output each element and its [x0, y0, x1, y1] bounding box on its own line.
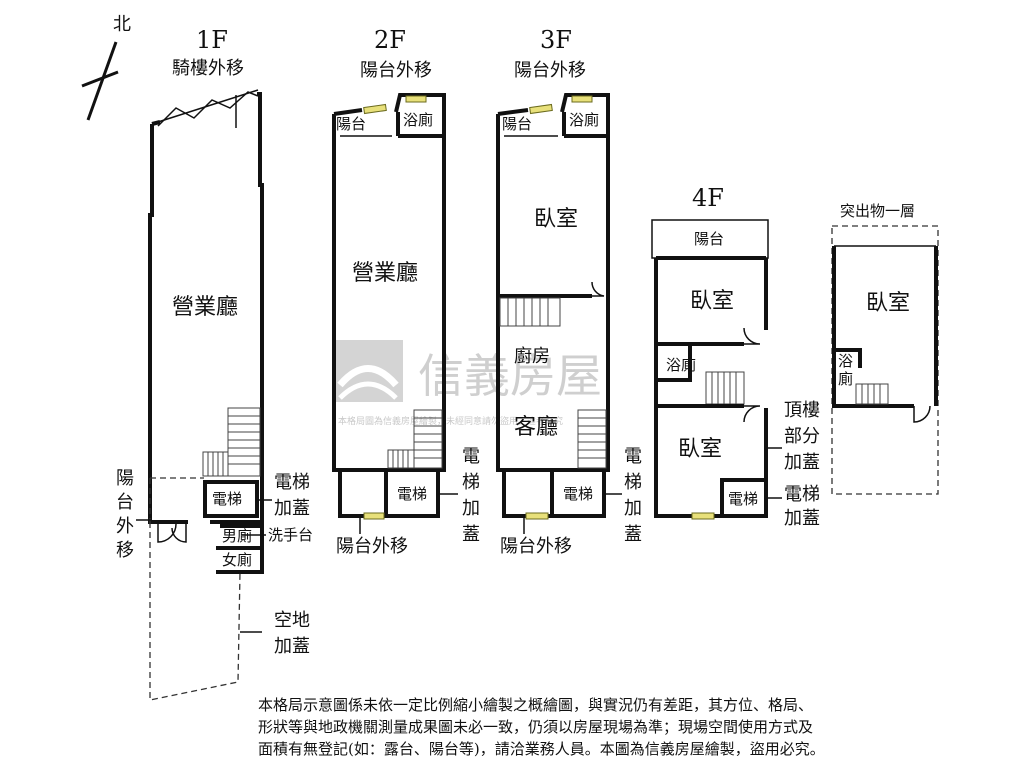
floor-3f-bedroom: 臥室 — [534, 207, 578, 232]
floor-4f-balcony: 陽台 — [694, 230, 724, 248]
floor-2f: 2F 陽台外移 陽台 浴廁 營業廳 電梯 電 梯 加 蓋 陽台外移 — [332, 26, 480, 557]
north-label: 北 — [113, 14, 131, 35]
floor-3f-elevator-note: 電 梯 加 蓋 — [624, 446, 642, 545]
floor-4f-bath: 浴廁 — [666, 356, 696, 374]
watermark: 信義房屋 本格局圖為信義房屋繪製，未經同意請勿盜用，違者必究 — [333, 340, 602, 427]
floor-1f-elevator-box — [203, 480, 259, 518]
svg-text:電: 電 — [624, 446, 642, 467]
floor-1f-elevator-note: 電梯 加蓋 — [274, 472, 310, 519]
floor-4f-stairs — [705, 371, 745, 405]
floor-3f-walls — [496, 93, 610, 472]
floor-1f-title: 1F — [196, 26, 228, 54]
floor-1f-yard — [149, 477, 241, 701]
floor-2f-stairs — [387, 409, 443, 469]
floor-3f-subtitle: 陽台外移 — [514, 60, 586, 81]
floor-4f-elevator-note: 電梯 加蓋 — [784, 484, 820, 529]
floor-1f-walls — [148, 92, 264, 524]
floor-2f-elevator: 電梯 — [397, 485, 427, 503]
floor-3f-kitchen: 廚房 — [514, 345, 550, 367]
floor-1f-elevator: 電梯 — [212, 490, 242, 508]
floor-4f-bedroom1: 臥室 — [690, 289, 734, 314]
disclaimer-line-1: 本格局示意圖係未依一定比例縮小繪製之概繪圖，與實況仍有差距，其方位、格局、 — [258, 696, 814, 714]
svg-text:加蓋: 加蓋 — [784, 452, 820, 473]
svg-text:空地: 空地 — [274, 610, 310, 631]
svg-text:加蓋: 加蓋 — [274, 498, 310, 519]
svg-text:加: 加 — [462, 498, 480, 519]
disclaimer: 本格局示意圖係未依一定比例縮小繪製之概繪圖，與實況仍有差距，其方位、格局、 形狀… — [258, 694, 958, 760]
svg-text:陽: 陽 — [116, 468, 134, 489]
floor-2f-balcony: 陽台 — [336, 115, 366, 133]
svg-text:浴: 浴 — [838, 352, 853, 370]
floor-4f: 4F 陽台 臥室 浴廁 臥室 電梯 頂樓 部分 加蓋 電梯 加蓋 — [651, 184, 820, 529]
floor-2f-bottom-note: 陽台外移 — [336, 536, 408, 557]
floor-1f-womens: 女廁 — [222, 551, 252, 569]
floor-2f-bath: 浴廁 — [403, 111, 433, 129]
floor-1f-yard-note: 空地 加蓋 — [274, 610, 310, 657]
arcade-truss — [157, 89, 259, 128]
floor-2f-walls — [332, 93, 446, 472]
svg-text:廁: 廁 — [838, 370, 853, 388]
floor-3f-balcony: 陽台 — [502, 115, 532, 133]
floor-1f-balcony-note: 陽 台 外 移 — [116, 468, 134, 561]
svg-text:移: 移 — [116, 540, 134, 561]
floor-3f-bath: 浴廁 — [569, 111, 599, 129]
floor-2f-subtitle: 陽台外移 — [360, 60, 432, 81]
svg-text:梯: 梯 — [462, 472, 480, 493]
floor-3f-stairs-top — [499, 297, 561, 327]
floor-roof-bedroom: 臥室 — [866, 291, 910, 316]
floor-2f-title: 2F — [374, 26, 406, 54]
floor-roof: 突出物一層 臥室 浴 廁 — [831, 202, 939, 495]
floor-1f-door — [157, 522, 177, 543]
floor-2f-elevator-note: 電 梯 加 蓋 — [462, 446, 480, 545]
floor-roof-bath: 浴 廁 — [838, 352, 853, 388]
floor-3f: 3F 陽台外移 陽台 浴廁 臥室 廚房 客廳 電梯 電 梯 — [496, 26, 642, 557]
watermark-note: 本格局圖為信義房屋繪製，未經同意請勿盜用，違者必究 — [338, 415, 563, 427]
floor-1f-toilets — [216, 524, 264, 574]
svg-text:電梯: 電梯 — [274, 472, 310, 493]
floor-3f-living: 客廳 — [514, 415, 558, 440]
floor-roof-title: 突出物一層 — [840, 202, 915, 220]
floor-4f-title: 4F — [692, 184, 724, 212]
disclaimer-line-2: 形狀等與地政機關測量成果圖未必一致，仍須以房屋現場為準；現場空間使用方式及 — [258, 718, 814, 736]
floor-roof-stairs — [855, 383, 889, 405]
floor-1f-sink: 洗手台 — [268, 526, 313, 544]
floor-1f-subtitle: 騎樓外移 — [172, 58, 244, 79]
svg-text:頂樓: 頂樓 — [784, 400, 820, 421]
svg-text:加蓋: 加蓋 — [274, 636, 310, 657]
floor-3f-stairs — [577, 409, 607, 469]
floor-1f-stairs — [202, 407, 261, 477]
svg-text:部分: 部分 — [784, 426, 820, 447]
north-compass: 北 — [81, 14, 131, 121]
watermark-logo-icon — [333, 340, 403, 402]
floor-3f-bottom-note: 陽台外移 — [500, 536, 572, 557]
svg-text:台: 台 — [116, 492, 134, 513]
floor-2f-hall: 營業廳 — [352, 261, 418, 286]
floor-1f-hall: 營業廳 — [172, 295, 238, 320]
floor-4f-elevator: 電梯 — [728, 490, 758, 508]
disclaimer-line-3: 面積有無登記(如：露台、陽台等)，請洽業務人員。本圖為信義房屋繪製，盜用必究。 — [258, 740, 825, 758]
svg-text:蓋: 蓋 — [462, 524, 480, 545]
svg-text:加蓋: 加蓋 — [784, 508, 820, 529]
watermark-brand: 信義房屋 — [418, 349, 602, 403]
floor-4f-bedroom2: 臥室 — [678, 437, 722, 462]
svg-text:外: 外 — [116, 516, 134, 537]
svg-text:梯: 梯 — [624, 472, 642, 493]
svg-text:電: 電 — [462, 446, 480, 467]
floor-3f-title: 3F — [540, 26, 572, 54]
floor-3f-elevator: 電梯 — [563, 485, 593, 503]
svg-text:加: 加 — [624, 498, 642, 519]
floor-4f-rooftop-note: 頂樓 部分 加蓋 — [784, 400, 820, 473]
floor-1f: 1F 騎樓外移 營業廳 電梯 男廁 女廁 — [116, 26, 313, 701]
svg-text:蓋: 蓋 — [624, 524, 642, 545]
svg-text:電梯: 電梯 — [784, 484, 820, 505]
floor-1f-mens: 男廁 — [222, 527, 252, 545]
